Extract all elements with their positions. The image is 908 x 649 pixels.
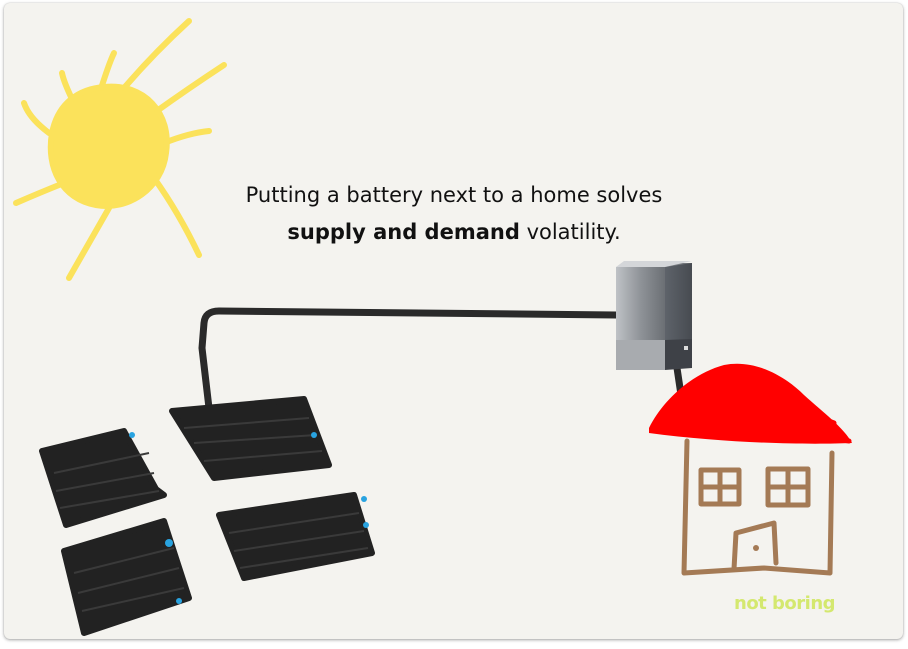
solar-panel-icon <box>39 396 375 636</box>
house-icon <box>649 363 852 576</box>
slide-card: Putting a battery next to a home solves … <box>4 3 903 639</box>
headline: Putting a battery next to a home solves … <box>154 177 754 251</box>
battery-icon <box>616 261 692 370</box>
sun-icon <box>13 18 227 281</box>
energy-illustration <box>13 18 852 636</box>
headline-line1: Putting a battery next to a home solves <box>245 183 663 207</box>
headline-bold: supply and demand <box>287 220 520 244</box>
headline-rest: volatility. <box>526 220 621 244</box>
headline-line2: supply and demand volatility. <box>154 214 754 251</box>
brand-logo: not boring <box>734 593 836 614</box>
